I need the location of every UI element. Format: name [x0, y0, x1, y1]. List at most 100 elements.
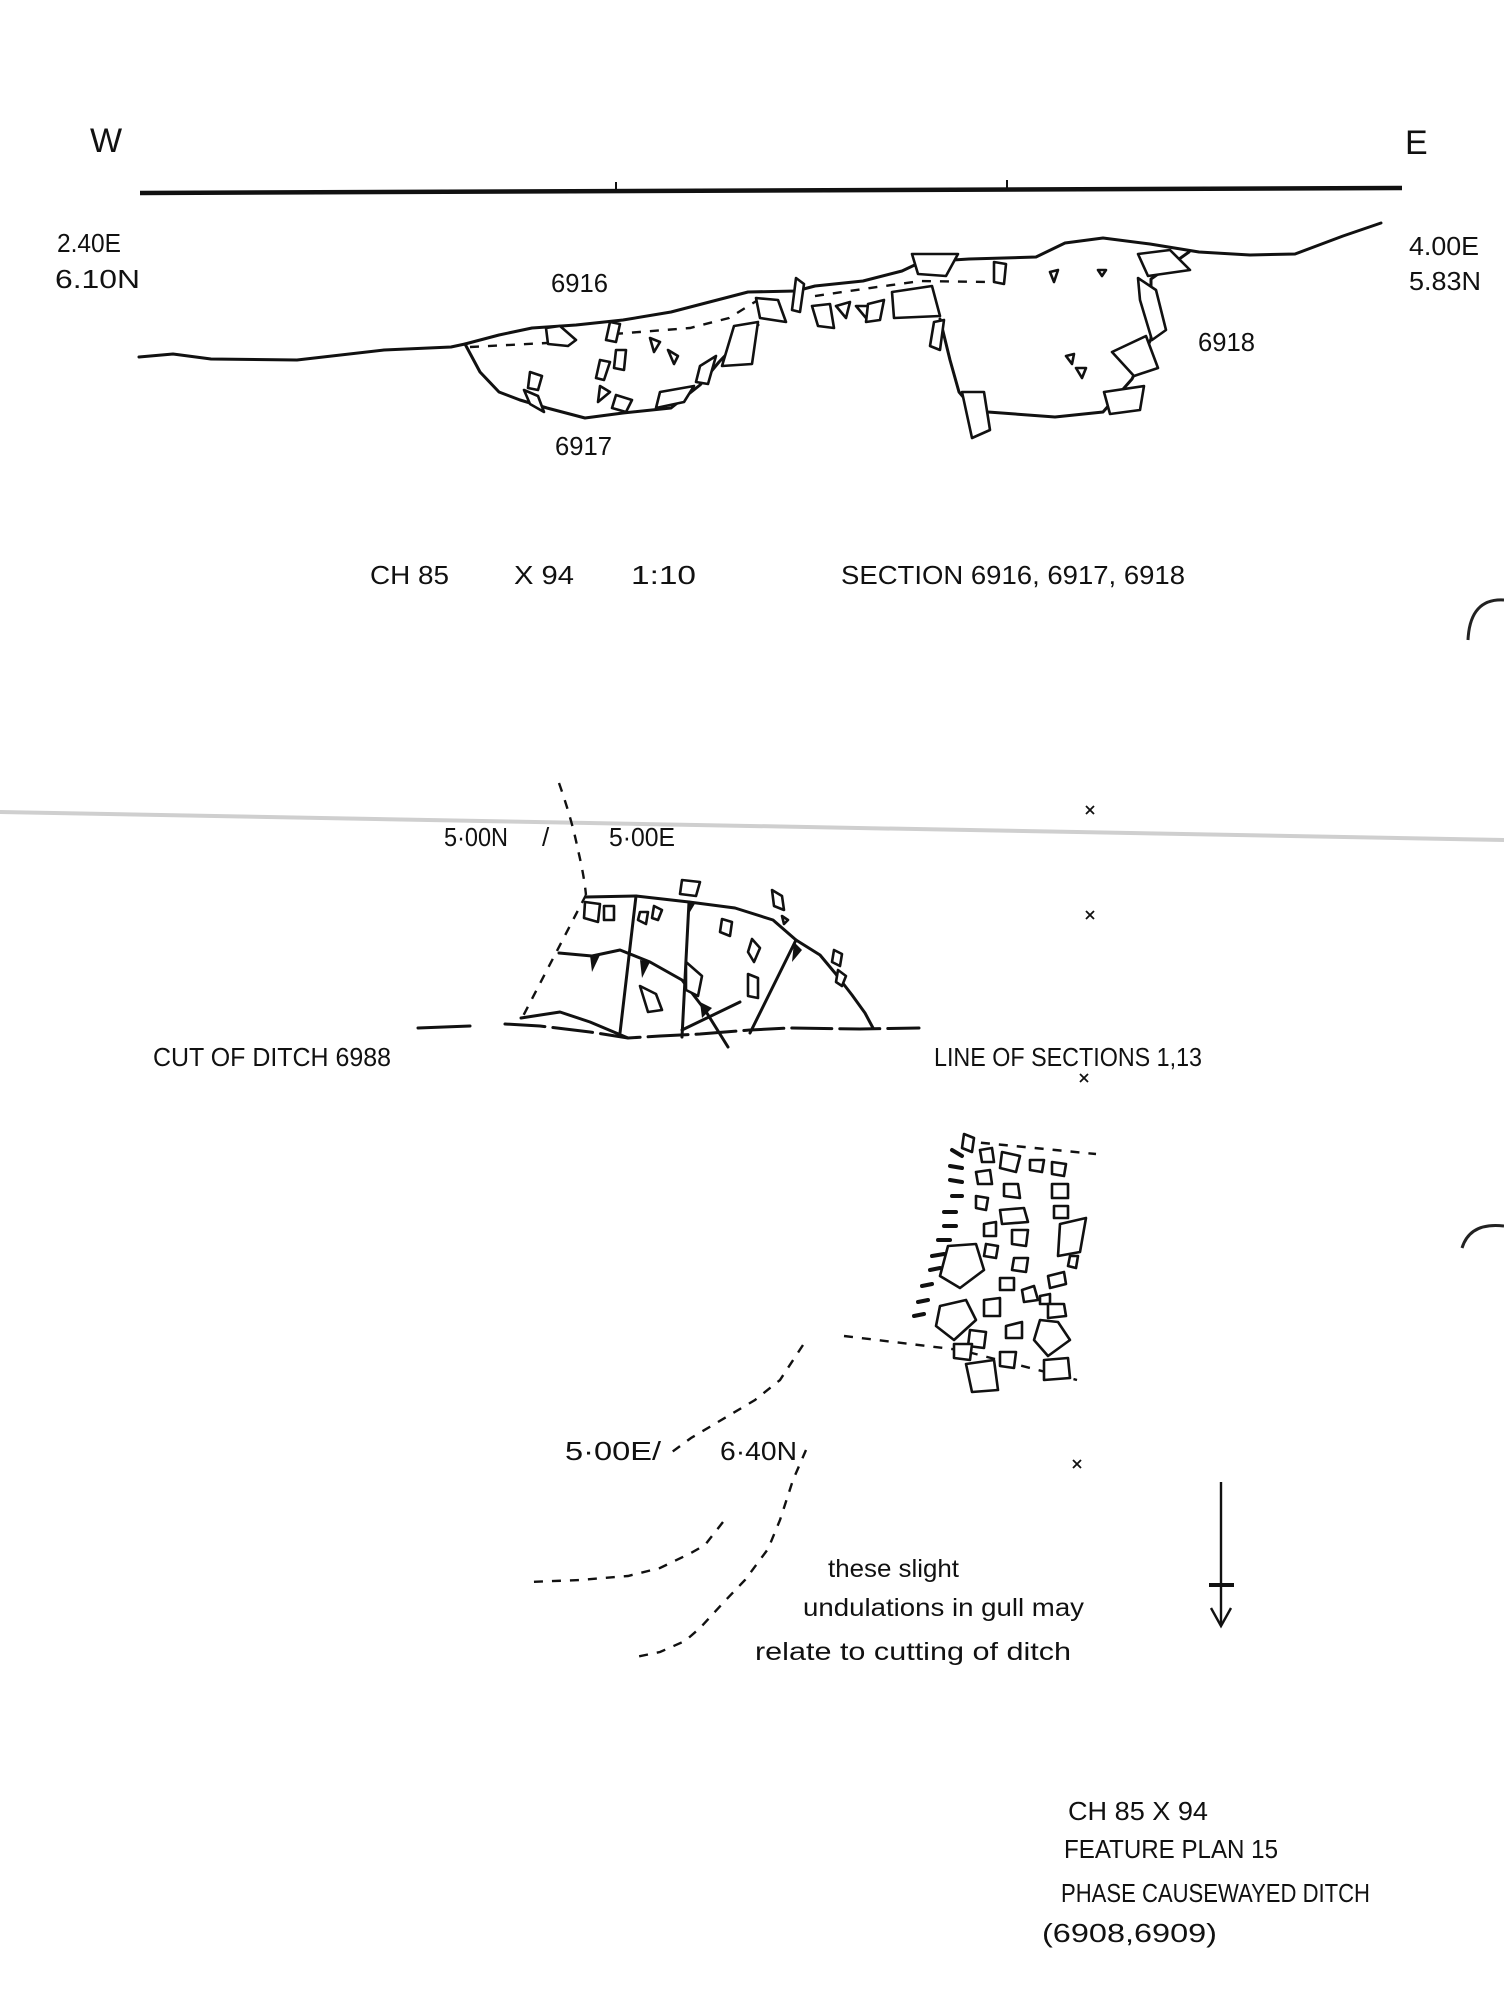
stone	[604, 320, 622, 344]
lower-coord-n: 6·40N	[720, 1436, 797, 1466]
stone	[1002, 1182, 1022, 1200]
stone	[582, 900, 602, 924]
west-label: W	[90, 122, 122, 160]
stone	[992, 260, 1008, 286]
caption-trench: X 94	[514, 560, 574, 590]
stone	[928, 318, 946, 352]
stone	[1004, 1320, 1024, 1340]
survey-point-cross-icon	[1085, 805, 1095, 815]
context-label-6918: 6918	[1198, 327, 1255, 357]
plan-coord-n: 5·00N	[444, 822, 508, 852]
stone	[684, 960, 704, 998]
ground-surface-line	[137, 221, 1383, 362]
internal-line	[618, 894, 638, 1035]
internal-line	[680, 1000, 742, 1032]
undulation-line	[671, 1344, 805, 1453]
stone	[1052, 1204, 1070, 1220]
stone	[1136, 276, 1168, 342]
shading	[700, 1002, 712, 1018]
internal-line	[519, 1010, 630, 1040]
stone	[1056, 1216, 1088, 1258]
stone	[982, 1220, 998, 1238]
title-phase: PHASE CAUSEWAYED DITCH	[1061, 1878, 1370, 1908]
stone	[648, 336, 662, 354]
fill-boundary	[613, 298, 759, 336]
punch-hole	[1466, 598, 1504, 641]
stone	[780, 914, 790, 926]
stone	[998, 1276, 1016, 1292]
stone	[602, 904, 616, 922]
ditch-edge-dashed	[519, 894, 588, 1021]
stone	[594, 358, 612, 382]
survey-points	[1072, 805, 1095, 1469]
stone	[636, 910, 650, 926]
stone	[666, 348, 680, 366]
stone	[1110, 334, 1160, 378]
stone	[770, 888, 786, 912]
stone	[834, 300, 852, 320]
stone	[746, 972, 760, 1000]
east-coord-n: 5.83N	[1409, 266, 1481, 296]
stone	[638, 984, 664, 1014]
lower-coord-e: 5·00E/	[565, 1436, 662, 1466]
stone	[1074, 366, 1088, 380]
stones	[934, 1132, 1088, 1394]
stone	[1064, 352, 1076, 366]
stone	[960, 390, 992, 440]
undulation-line	[630, 1449, 808, 1660]
stones	[522, 248, 1192, 440]
stone	[610, 393, 634, 414]
stone	[522, 388, 546, 414]
stone	[1046, 1270, 1068, 1290]
stone	[960, 1132, 976, 1154]
stone	[1010, 1228, 1030, 1248]
west-coord-n: 6.10N	[55, 264, 140, 294]
section-profile	[137, 221, 1383, 440]
stone	[612, 348, 628, 372]
shading	[590, 955, 600, 972]
stone	[1038, 1292, 1052, 1306]
stone	[754, 296, 788, 324]
stone	[1048, 268, 1060, 284]
shading	[792, 942, 802, 962]
stone	[1042, 1356, 1072, 1382]
cut-of-ditch-label: CUT OF DITCH 6988	[153, 1042, 391, 1072]
stone	[952, 1342, 974, 1362]
stone	[694, 354, 718, 386]
punch-hole	[1460, 1223, 1504, 1249]
stone	[1046, 1302, 1068, 1320]
stone	[1050, 1182, 1070, 1200]
stone	[974, 1168, 994, 1186]
plan-coord-e: 5·00E	[609, 822, 675, 852]
stone	[964, 1358, 1000, 1394]
survey-point-cross-icon	[1072, 1459, 1082, 1469]
undulation-line	[528, 1521, 724, 1584]
shading	[689, 902, 696, 912]
stone	[834, 968, 848, 988]
base-line	[503, 1022, 921, 1040]
west-coord-e: 2.40E	[57, 228, 121, 258]
stone	[864, 298, 886, 324]
stone	[718, 917, 734, 938]
rubble-plan	[843, 1132, 1097, 1394]
stone	[1050, 1160, 1068, 1178]
stone	[746, 937, 762, 964]
stone	[526, 370, 544, 392]
stone	[650, 904, 664, 922]
line-of-sections-label: LINE OF SECTIONS 1,13	[934, 1042, 1202, 1072]
scan-fold-line	[0, 810, 1504, 842]
stone	[544, 324, 578, 348]
internal-line	[748, 938, 798, 1035]
stone	[938, 1242, 986, 1290]
stone	[998, 1350, 1018, 1370]
stone	[830, 948, 844, 968]
title-site-trench: CH 85 X 94	[1068, 1796, 1208, 1826]
stone	[1032, 1318, 1072, 1358]
base-line	[416, 1024, 472, 1030]
stones	[582, 878, 848, 1014]
note-line-3: relate to cutting of ditch	[755, 1638, 1071, 1666]
stone	[1136, 248, 1192, 278]
stone	[1010, 1256, 1030, 1274]
caption-title: SECTION 6916, 6917, 6918	[841, 560, 1185, 590]
stone	[974, 1194, 990, 1212]
